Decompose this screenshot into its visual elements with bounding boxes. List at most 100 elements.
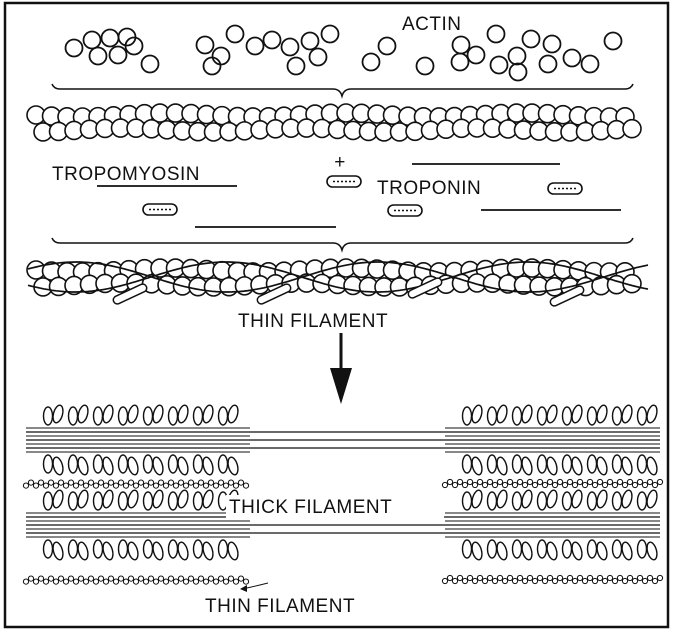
thin-bead — [562, 578, 567, 583]
thin-bead — [462, 578, 467, 583]
actin-monomer — [564, 50, 581, 67]
myosin-head — [595, 404, 608, 424]
thin-bead — [602, 578, 607, 583]
thin-bead — [93, 579, 98, 584]
actin-monomer — [605, 33, 622, 50]
thin-bead — [183, 483, 188, 488]
thin-bead — [497, 575, 502, 580]
myosin-head — [613, 407, 622, 425]
myosin-head — [101, 404, 114, 424]
myosin-head — [638, 540, 647, 558]
thin-bead — [612, 578, 617, 583]
thin-bead — [88, 576, 93, 581]
thin-bead — [163, 579, 168, 584]
myosin-head — [51, 489, 64, 509]
thin-bead — [482, 578, 487, 583]
myosin-head — [151, 456, 164, 476]
thin-bead — [243, 483, 248, 488]
thin-bead — [507, 575, 512, 580]
thin-bead — [447, 575, 452, 580]
myosin-head — [169, 492, 178, 510]
thin-bead — [537, 479, 542, 484]
myosin-head — [76, 541, 89, 561]
thin-bead — [592, 482, 597, 487]
thin-bead — [487, 575, 492, 580]
thin-bead — [482, 482, 487, 487]
thin-bead — [557, 575, 562, 580]
myosin-head — [119, 455, 128, 473]
myosin-head — [226, 541, 239, 561]
thin-bead — [58, 576, 63, 581]
thin-bead — [587, 575, 592, 580]
myosin-head — [470, 541, 483, 561]
thin-bead — [238, 576, 243, 581]
thin-bead — [168, 576, 173, 581]
actin-monomer — [213, 48, 230, 65]
thin-bead — [507, 479, 512, 484]
thin-bead — [492, 482, 497, 487]
myosin-head — [563, 492, 572, 510]
thin-bead — [537, 575, 542, 580]
thin-bead — [517, 479, 522, 484]
actin-monomer — [264, 32, 281, 49]
myosin-head — [226, 404, 239, 424]
thin-bead — [98, 480, 103, 485]
thin-bead — [632, 578, 637, 583]
thin-bead — [532, 578, 537, 583]
myosin-head — [513, 540, 522, 558]
myosin-head — [119, 540, 128, 558]
thin-bead — [173, 579, 178, 584]
myosin-head — [119, 492, 128, 510]
thin-filament-row1-right — [442, 479, 662, 487]
myosin-head — [94, 492, 103, 510]
thin-bead — [487, 479, 492, 484]
thin-bead — [73, 483, 78, 488]
myosin-head — [545, 456, 558, 476]
myosin-head — [570, 456, 583, 476]
actin-monomer — [379, 38, 396, 55]
thin-bead — [512, 578, 517, 583]
myosin-head — [69, 540, 78, 558]
myosin-head — [176, 489, 189, 509]
actin-monomer — [110, 47, 127, 64]
thin-bead — [502, 578, 507, 583]
thin-bead — [452, 578, 457, 583]
myosin-head — [613, 492, 622, 510]
f-actin-chain — [27, 104, 641, 141]
thin-bead — [43, 483, 48, 488]
actin-monomer — [204, 58, 221, 75]
thin-bead — [108, 480, 113, 485]
thin-bead — [63, 483, 68, 488]
thin-bead — [53, 483, 58, 488]
myosin-head — [613, 540, 622, 558]
thin-bead — [158, 576, 163, 581]
myosin-head — [645, 404, 658, 424]
myosin-head — [69, 407, 78, 425]
myosin-head — [76, 456, 89, 476]
myosin-head — [563, 407, 572, 425]
actin-monomers — [66, 26, 622, 81]
myosin-head — [201, 541, 214, 561]
myosin-head — [201, 489, 214, 509]
thin-bead — [517, 575, 522, 580]
thin-bead — [108, 576, 113, 581]
label-thin-filament-top: THIN FILAMENT — [238, 311, 388, 332]
thin-bead — [477, 575, 482, 580]
thin-bead — [23, 579, 28, 584]
thin-bead — [522, 578, 527, 583]
actin-subunit — [623, 120, 641, 138]
thin-bead — [627, 479, 632, 484]
myosin-head — [144, 455, 153, 473]
myosin-head — [169, 455, 178, 473]
myosin-head — [94, 407, 103, 425]
thin-bead — [542, 482, 547, 487]
myosin-head — [513, 492, 522, 510]
myosin-head — [488, 407, 497, 425]
thin-bead — [38, 480, 43, 485]
thin-bead — [128, 576, 133, 581]
myosin-head — [595, 456, 608, 476]
myosin-head — [545, 404, 558, 424]
thin-filament-row1-left — [23, 480, 248, 488]
myosin-head — [520, 456, 533, 476]
myosin-head — [563, 540, 572, 558]
